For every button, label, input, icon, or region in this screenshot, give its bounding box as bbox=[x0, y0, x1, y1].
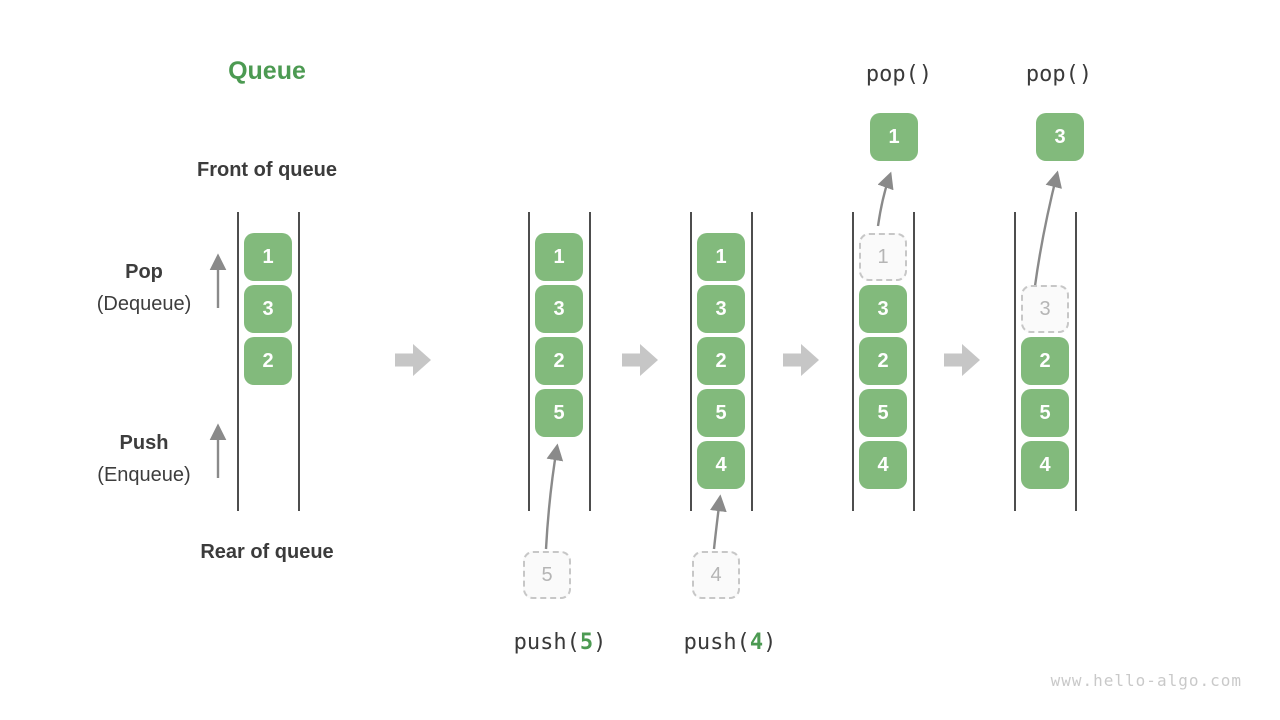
enqueue-label: (Enqueue) bbox=[97, 464, 191, 486]
queue-cell-dashed-1: 1 bbox=[859, 233, 907, 281]
queue-cell-solid-3: 3 bbox=[535, 285, 583, 333]
queue-cell-solid-4: 4 bbox=[1021, 441, 1069, 489]
queue-cell-solid-3: 3 bbox=[697, 285, 745, 333]
dequeue-label: (Dequeue) bbox=[96, 293, 192, 315]
step-arrow-right-icon bbox=[622, 344, 658, 376]
queue-wall-left bbox=[237, 212, 239, 511]
push-call-prefix: push( bbox=[683, 630, 750, 655]
front-of-queue-label: Front of queue bbox=[197, 159, 337, 181]
watermark: www.hello-algo.com bbox=[1050, 671, 1242, 690]
push-label: Push bbox=[119, 432, 169, 454]
queue-cell-solid-5: 5 bbox=[697, 389, 745, 437]
popped-value-1: 1 bbox=[870, 113, 918, 161]
push-call-argument: 5 bbox=[579, 630, 594, 655]
pop-1-motion-arrow-icon bbox=[876, 171, 894, 227]
queue-wall-right bbox=[589, 212, 591, 511]
rear-of-queue-label: Rear of queue bbox=[200, 541, 334, 563]
popped-value-3: 3 bbox=[1036, 113, 1084, 161]
queue-cell-solid-3: 3 bbox=[244, 285, 292, 333]
incoming-value-4: 4 bbox=[692, 551, 740, 599]
step-arrow-right-icon bbox=[944, 344, 980, 376]
pop-call-label-1: pop() bbox=[865, 62, 933, 87]
pop-3-motion-arrow-icon bbox=[1033, 170, 1062, 287]
incoming-value-5: 5 bbox=[523, 551, 571, 599]
pop-call-label-2: pop() bbox=[1025, 62, 1093, 87]
push-5-motion-arrow-icon bbox=[544, 443, 564, 550]
queue-cell-solid-3: 3 bbox=[859, 285, 907, 333]
queue-cell-solid-5: 5 bbox=[859, 389, 907, 437]
step-arrow-right-icon bbox=[395, 344, 431, 376]
push-call-suffix: ) bbox=[593, 630, 607, 655]
queue-cell-solid-1: 1 bbox=[244, 233, 292, 281]
queue-cell-solid-4: 4 bbox=[859, 441, 907, 489]
pop-operation-label: Pop (Dequeue) bbox=[44, 256, 244, 320]
queue-wall-left bbox=[528, 212, 530, 511]
push-call-prefix: push( bbox=[513, 630, 580, 655]
push-call-label-2: push(4) bbox=[650, 630, 810, 655]
pop-label: Pop bbox=[125, 261, 163, 283]
queue-cell-solid-1: 1 bbox=[697, 233, 745, 281]
queue-cell-solid-4: 4 bbox=[697, 441, 745, 489]
queue-wall-right bbox=[913, 212, 915, 511]
queue-wall-right bbox=[751, 212, 753, 511]
diagram-title: Queue bbox=[228, 57, 306, 85]
queue-wall-right bbox=[298, 212, 300, 511]
queue-cell-solid-2: 2 bbox=[697, 337, 745, 385]
queue-cell-solid-5: 5 bbox=[1021, 389, 1069, 437]
push-call-label-1: push(5) bbox=[480, 630, 640, 655]
queue-wall-left bbox=[1014, 212, 1016, 511]
step-arrow-right-icon bbox=[783, 344, 819, 376]
queue-cell-solid-2: 2 bbox=[535, 337, 583, 385]
queue-wall-left bbox=[690, 212, 692, 511]
queue-cell-dashed-3: 3 bbox=[1021, 285, 1069, 333]
queue-cell-solid-2: 2 bbox=[1021, 337, 1069, 385]
push-call-argument: 4 bbox=[749, 630, 764, 655]
push-operation-label: Push (Enqueue) bbox=[44, 427, 244, 491]
queue-cell-solid-5: 5 bbox=[535, 389, 583, 437]
queue-cell-solid-2: 2 bbox=[859, 337, 907, 385]
queue-wall-left bbox=[852, 212, 854, 511]
push-4-motion-arrow-icon bbox=[710, 494, 727, 550]
queue-cell-solid-1: 1 bbox=[535, 233, 583, 281]
push-call-suffix: ) bbox=[763, 630, 777, 655]
queue-cell-solid-2: 2 bbox=[244, 337, 292, 385]
queue-wall-right bbox=[1075, 212, 1077, 511]
